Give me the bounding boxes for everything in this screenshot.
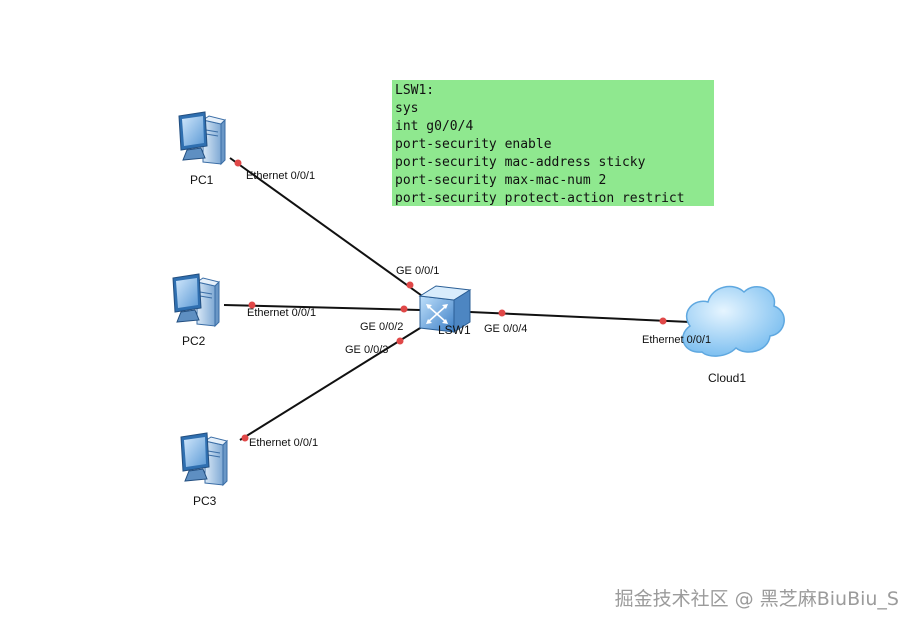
cloud1-label: Cloud1 <box>708 371 746 385</box>
pc-icon <box>178 111 226 165</box>
lsw1-label: LSW1 <box>438 323 471 337</box>
pc1-port-label: Ethernet 0/0/1 <box>246 170 315 182</box>
pc-icon <box>172 273 220 327</box>
sw-ge1-label: GE 0/0/1 <box>396 265 439 277</box>
sw-ge3-label: GE 0/0/3 <box>345 344 388 356</box>
config-line: sys <box>395 101 419 116</box>
port-dot <box>400 305 408 313</box>
port-dot <box>406 281 414 289</box>
pc1-node[interactable]: PC1 <box>178 111 226 187</box>
port-dot <box>659 317 667 325</box>
pc2-port-label: Ethernet 0/0/1 <box>247 307 316 319</box>
pc1-label: PC1 <box>190 173 214 187</box>
cloud-icon <box>682 285 785 357</box>
pc3-label: PC3 <box>193 494 217 508</box>
pc2-label: PC2 <box>182 334 206 348</box>
cloud-port-label: Ethernet 0/0/1 <box>642 334 711 346</box>
port-dot <box>396 337 404 345</box>
port-dots <box>234 159 667 442</box>
config-line: LSW1: <box>395 83 435 98</box>
switch-icon <box>418 285 472 333</box>
config-line: port-security mac-address sticky <box>395 155 646 170</box>
link-pc3-lsw1[interactable] <box>239 324 426 441</box>
sw-ge2-label: GE 0/0/2 <box>360 321 403 333</box>
port-dot <box>498 309 506 317</box>
config-line: port-security protect-action restrict <box>395 191 685 206</box>
links <box>223 157 691 441</box>
pc-icon <box>180 432 228 486</box>
port-dot <box>241 434 249 442</box>
link-pc1-lsw1[interactable] <box>229 157 426 299</box>
config-note: LSW1: sys int g0/0/4 port-security enabl… <box>392 80 714 206</box>
port-labels: Ethernet 0/0/1 Ethernet 0/0/1 Ethernet 0… <box>246 170 711 449</box>
pc3-port-label: Ethernet 0/0/1 <box>249 437 318 449</box>
port-dot <box>248 301 256 309</box>
config-line: port-security max-mac-num 2 <box>395 173 607 188</box>
config-line: port-security enable <box>395 137 552 152</box>
pc2-node[interactable]: PC2 <box>172 273 220 348</box>
cloud1-node[interactable]: Cloud1 <box>682 285 785 385</box>
watermark: 掘金技术社区 @ 黑芝麻BiuBiu_S <box>614 588 899 610</box>
lsw1-node[interactable]: LSW1 <box>418 285 472 337</box>
config-line: int g0/0/4 <box>395 119 474 134</box>
port-dot <box>234 159 242 167</box>
sw-ge4-label: GE 0/0/4 <box>484 323 527 335</box>
link-lsw1-cloud1[interactable] <box>469 311 691 323</box>
link-pc2-lsw1[interactable] <box>223 304 421 311</box>
pc3-node[interactable]: PC3 <box>180 432 228 508</box>
